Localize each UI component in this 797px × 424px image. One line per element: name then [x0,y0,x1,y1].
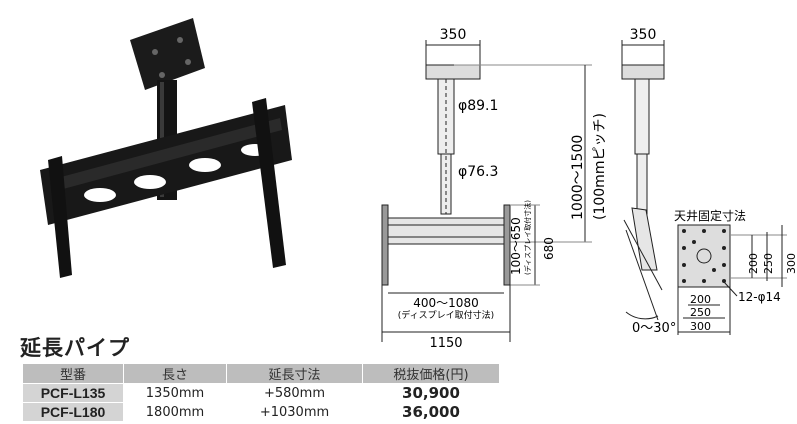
row-model: PCF-L135 [22,383,124,403]
pipe-spec-table: 型番 長さ 延長寸法 税抜価格(円) PCF-L135 1350mm +580m… [22,363,500,422]
tilt-angle: 0～30° [632,321,676,336]
ceiling-plate [130,18,205,90]
table-row: PCF-L135 1350mm +580mm 30,900 [22,383,500,403]
row-extension: +1030mm [226,402,363,422]
row-price: 30,900 [362,383,500,403]
ceiling-v200: 200 [747,253,760,274]
product-photo [40,18,292,278]
bracket-vertical-range: 100～650 [509,217,523,275]
ceiling-h250: 250 [690,306,711,319]
height-range: 1000～1500 [570,135,586,220]
side-view-drawing: 350 0～30° 天井固定寸法 200 250 300 200 250 300… [621,27,797,336]
lower-pipe-dia: φ76.3 [458,164,498,180]
header-model: 型番 [22,363,124,384]
row-extension: +580mm [226,383,363,403]
section-title: 延長パイプ [20,336,130,360]
row-price: 36,000 [362,402,500,422]
upper-pipe-dia: φ89.1 [458,98,498,114]
bracket-span-note: (ディスプレイ取付寸法) [398,309,494,321]
bracket-span: 400～1080 [413,296,478,310]
table-header-row: 型番 長さ 延長寸法 税抜価格(円) [22,363,500,384]
bracket-height: 680 [542,237,556,260]
total-width: 1150 [429,336,462,350]
row-length: 1800mm [123,402,227,422]
height-pitch: (100mmピッチ) [592,113,608,220]
bracket-vertical-note: (ディスプレイ取付寸法) [523,200,532,275]
table-row: PCF-L180 1800mm +1030mm 36,000 [22,402,500,422]
header-extension: 延長寸法 [226,363,363,384]
ceiling-h200: 200 [690,293,711,306]
ceiling-v250: 250 [762,253,775,274]
ceiling-h300: 300 [690,320,711,333]
row-model: PCF-L180 [22,402,124,422]
ceiling-fix-title: 天井固定寸法 [674,208,746,223]
hole-spec: 12-φ14 [738,290,781,304]
ceiling-v300: 300 [785,253,797,274]
side-top-width: 350 [630,27,657,43]
row-length: 1350mm [123,383,227,403]
header-length: 長さ [123,363,227,384]
right-arm [252,98,286,268]
header-price: 税抜価格(円) [362,363,500,384]
left-arm [48,156,72,278]
front-top-width: 350 [440,27,467,43]
front-view-drawing: 350 φ89.1 φ76.3 100～650 (ディスプレイ取付寸法) 680… [381,27,608,350]
